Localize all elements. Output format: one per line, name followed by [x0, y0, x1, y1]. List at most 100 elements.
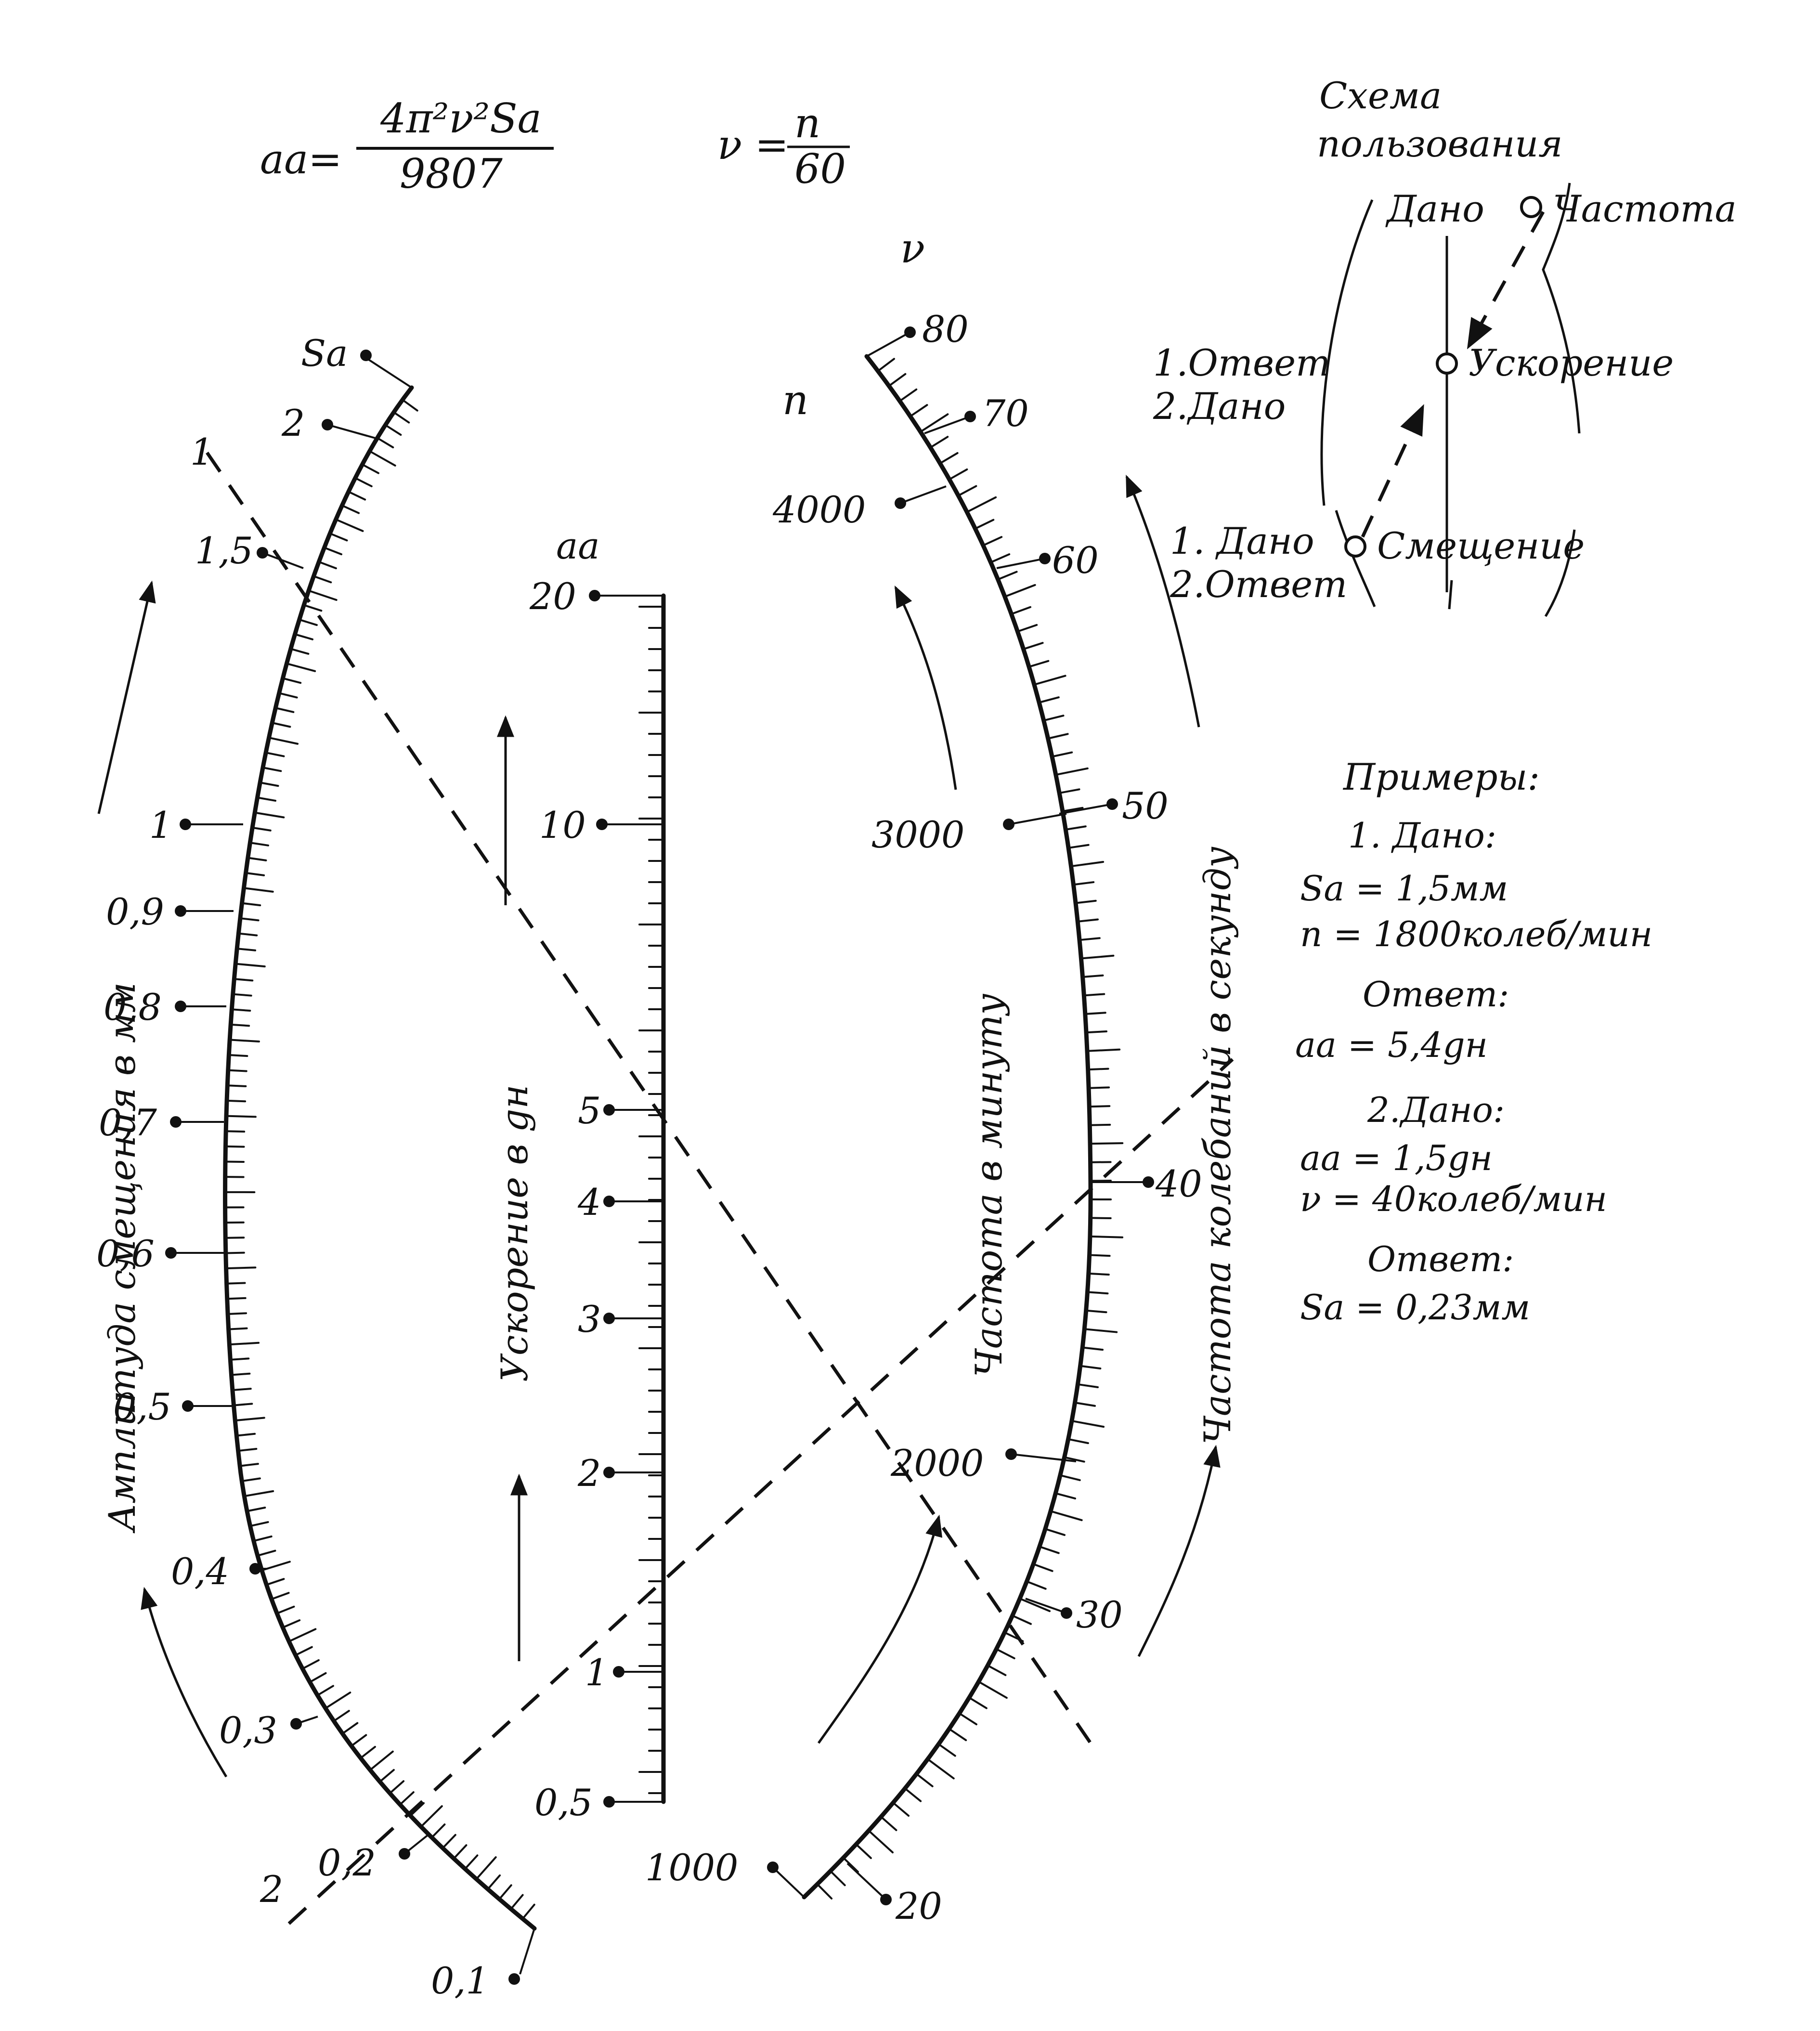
minor-tick [939, 452, 959, 465]
minor-tick [232, 993, 252, 997]
minor-tick [225, 1266, 257, 1270]
scheme-given2: 2.Дано [1153, 385, 1286, 428]
minor-tick [369, 1750, 394, 1771]
minor-tick [989, 553, 1011, 563]
aa-tick-2: 2 [577, 1452, 663, 1495]
nu-tick-40: 40 [1091, 1162, 1202, 1205]
minor-tick [1086, 1291, 1109, 1295]
minor-tick [392, 411, 410, 424]
example-line-1 [206, 452, 1092, 1744]
minor-tick [1019, 1598, 1051, 1612]
minor-tick [254, 811, 285, 819]
minor-tick [997, 571, 1018, 581]
n-direction-arrow-lower [817, 1514, 943, 1744]
formula-nu-numerator: n [794, 100, 820, 147]
minor-tick [288, 1628, 317, 1642]
sa-tick-label: 0,7 [99, 1101, 157, 1144]
frequency-minor-ticks [816, 358, 1124, 1900]
example2-nu: ν = 40колеб/мин [1300, 1179, 1607, 1219]
minor-tick [225, 1130, 246, 1133]
minor-tick [303, 604, 323, 612]
minor-tick [241, 902, 261, 907]
minor-tick [239, 917, 260, 922]
minor-tick [224, 1237, 245, 1239]
minor-tick [948, 468, 968, 481]
sa-tick-label: 0,3 [219, 1709, 277, 1752]
minor-tick [323, 547, 342, 556]
minor-tick [877, 358, 895, 372]
minor-tick [880, 1816, 897, 1831]
minor-tick [274, 707, 295, 713]
minor-tick [982, 536, 1003, 547]
n-tick-4000: 4000 [772, 485, 947, 531]
minor-tick [1085, 1309, 1107, 1314]
formula-main-denominator: 9807 [400, 150, 503, 197]
minor-tick [249, 1521, 269, 1527]
minor-tick [1067, 844, 1090, 849]
minor-tick [286, 663, 316, 672]
minor-tick [335, 518, 364, 532]
minor-tick [225, 1115, 257, 1118]
nu-tick-70: 70 [924, 392, 1029, 435]
minor-tick [475, 1856, 497, 1880]
sa-tick-label: 0,2 [318, 1841, 376, 1884]
minor-tick [278, 692, 298, 699]
minor-tick [237, 932, 258, 937]
frequency-scale: ν n 4000 3000 2000 1000 80 70 [645, 225, 1239, 1927]
minor-tick [409, 1802, 425, 1817]
minor-tick [230, 1023, 250, 1027]
sa-tick-0-2: 0,2 [318, 1834, 429, 1884]
minor-tick [957, 485, 977, 497]
example-line-2-label: 2 [260, 1868, 283, 1911]
minor-tick [341, 1722, 359, 1735]
minor-tick [1089, 1142, 1124, 1145]
sa-scale-title: Амплитуда смещения в мм [101, 982, 143, 1534]
sa-tick-0-9: 0,9 [106, 890, 234, 933]
minor-tick [354, 477, 373, 487]
minor-tick [318, 560, 337, 570]
minor-tick [325, 1692, 351, 1709]
minor-tick [241, 1477, 261, 1482]
sa-tick-0-6: 0,6 [96, 1232, 224, 1275]
minor-tick [1081, 1346, 1104, 1351]
nu-tick-60: 60 [996, 539, 1099, 582]
scheme-given1: 1. Дано [1170, 520, 1314, 562]
minor-tick [243, 887, 274, 893]
minor-tick [1058, 788, 1080, 794]
example1-given: 1. Дано: [1348, 815, 1496, 856]
minor-tick [1072, 881, 1095, 886]
scheme-right-curve-lower [1544, 529, 1576, 617]
minor-tick [384, 424, 402, 436]
minor-tick [247, 857, 267, 861]
sa-tick-label: 1 [149, 804, 172, 846]
aa-scale-title: Ускорение в gн [493, 1085, 536, 1382]
minor-tick [1088, 1254, 1111, 1257]
minor-tick [243, 1490, 274, 1497]
nu-tick-label: 50 [1122, 784, 1169, 827]
nu-tick-label: 70 [982, 392, 1029, 435]
nu-tick-20: 20 [846, 1862, 942, 1927]
minor-tick [855, 1843, 872, 1859]
minor-tick [333, 1710, 350, 1722]
n-tick-label: 1000 [645, 1846, 738, 1889]
sa-scale-line [223, 385, 537, 1931]
minor-tick [368, 450, 396, 467]
sa-direction-arrow-lower [141, 1587, 228, 1778]
minor-tick [1070, 1419, 1105, 1428]
minor-tick [282, 1619, 301, 1629]
minor-tick [1083, 993, 1105, 997]
n-tick-label: 3000 [871, 813, 964, 856]
aa-tick-label: 1 [585, 1651, 608, 1694]
sa-tick-label: 0,4 [171, 1550, 229, 1593]
minor-tick [1059, 1474, 1081, 1481]
minor-tick [1088, 1105, 1111, 1108]
sa-tick-1-5: 1,5 [195, 529, 304, 572]
minor-tick [301, 1659, 320, 1670]
sa-minor-ticks [224, 399, 535, 1920]
minor-tick [829, 1870, 846, 1887]
example2-given: 2.Дано: [1367, 1090, 1505, 1130]
nu-tick-label: 20 [895, 1885, 942, 1927]
minor-tick [256, 1549, 276, 1557]
nu-tick-label: 40 [1155, 1162, 1202, 1205]
scheme-node-displacement [1344, 535, 1366, 558]
